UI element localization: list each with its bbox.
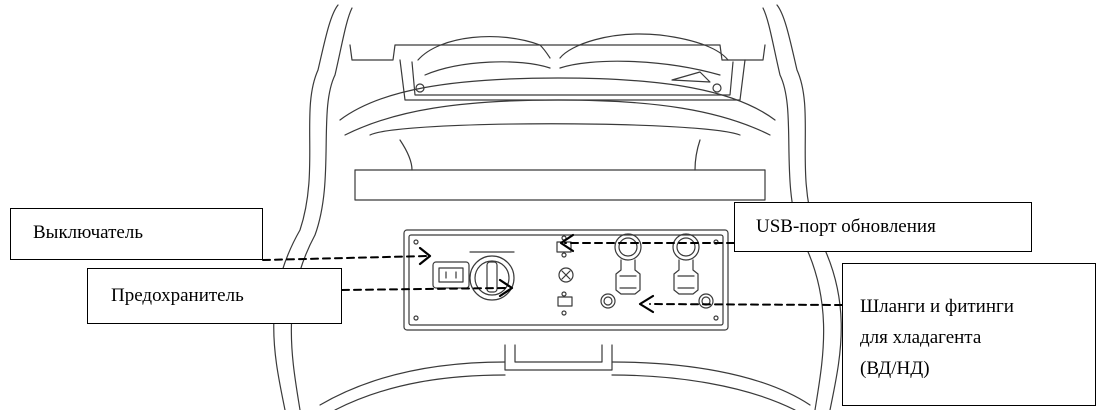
callout-switch-text: Выключатель	[33, 222, 144, 243]
callout-hoses-line-2: для хладагента	[860, 327, 982, 348]
callout-fuse-text: Предохранитель	[111, 285, 244, 306]
rear-panel	[403, 229, 729, 331]
callout-hoses-line-3: (ВД/НД)	[860, 358, 930, 379]
callout-switch: Выключатель	[10, 208, 263, 260]
switch-arrow-head	[418, 246, 432, 266]
lower-body	[319, 344, 811, 410]
hoses-arrow-head	[638, 294, 655, 314]
leader-lines	[262, 242, 843, 306]
callout-hoses-line-1: Шланги и фитинги	[860, 296, 1014, 317]
screw-icon	[558, 267, 574, 283]
top-handle	[349, 33, 766, 101]
arrow-heads	[418, 233, 655, 314]
carry-bar	[354, 123, 766, 201]
fuse-holder-icon	[469, 255, 515, 301]
switch-leader-line	[262, 255, 429, 261]
fuse-leader-line	[341, 287, 506, 291]
hp-nut-icon	[600, 293, 616, 309]
usb-arrow-head	[559, 233, 575, 253]
callout-usb-port: USB-порт обновления	[734, 202, 1032, 252]
callout-refrigerant-hoses: Шланги и фитинги для хладагента (ВД/НД)	[842, 263, 1096, 406]
callout-fuse: Предохранитель	[87, 268, 342, 324]
fuse-arrow-head	[498, 278, 514, 298]
hp-fitting-icon	[614, 233, 642, 295]
lp-nut-icon	[698, 293, 714, 309]
hoses-leader-line	[649, 303, 843, 306]
lp-fitting-icon	[672, 233, 700, 295]
callout-usb-text: USB-порт обновления	[756, 216, 936, 237]
